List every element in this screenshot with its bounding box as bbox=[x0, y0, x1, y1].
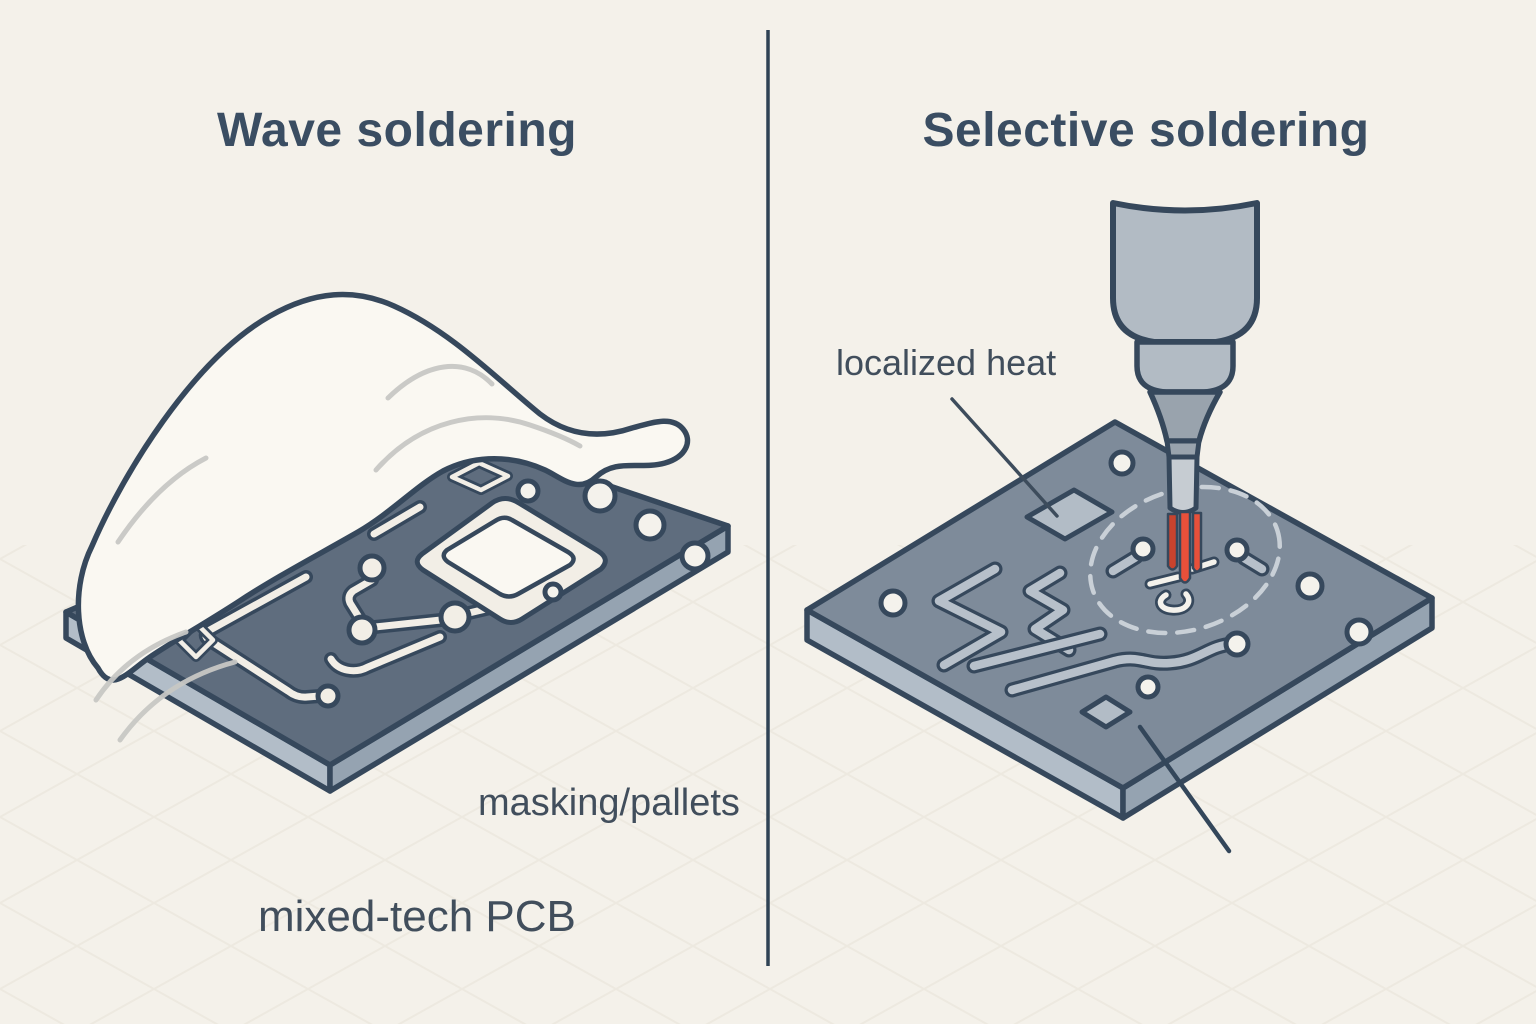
solder-pad bbox=[346, 614, 378, 646]
solder-stream bbox=[1178, 510, 1192, 584]
wave-highlight-stroke bbox=[373, 415, 583, 473]
solder-pad bbox=[1223, 630, 1251, 658]
right-panel-title: Selective soldering bbox=[922, 104, 1370, 157]
mounting-hole bbox=[1130, 536, 1156, 562]
label-localized-heat: localized heat bbox=[836, 342, 1057, 383]
mounting-hole bbox=[1295, 571, 1325, 601]
mounting-hole bbox=[1224, 537, 1250, 563]
solder-pad bbox=[357, 553, 387, 583]
mounting-hole bbox=[679, 540, 711, 572]
mounting-hole bbox=[633, 508, 667, 542]
copper-trace bbox=[1007, 639, 1238, 695]
leader-line-bottom bbox=[1137, 724, 1232, 854]
left-panel-title: Wave soldering bbox=[217, 104, 577, 157]
copper-trace bbox=[934, 564, 1006, 670]
connector-slot bbox=[449, 460, 511, 493]
copper-trace bbox=[1239, 553, 1267, 574]
solder-streams bbox=[1166, 510, 1203, 584]
solder-stream bbox=[1191, 511, 1203, 573]
mounting-hole bbox=[542, 581, 564, 603]
copper-trace bbox=[370, 503, 424, 538]
copper-trace bbox=[1025, 568, 1074, 655]
solder-stream bbox=[1166, 512, 1179, 571]
wave-highlight-stroke bbox=[115, 455, 209, 545]
copper-trace bbox=[345, 576, 376, 623]
copper-trace bbox=[327, 633, 444, 675]
nozzle-body bbox=[1110, 200, 1260, 345]
leader-line-localized-heat bbox=[950, 397, 1059, 518]
wave-highlight-stroke bbox=[385, 363, 495, 401]
ic-pad-inner bbox=[441, 515, 576, 599]
mounting-hole bbox=[582, 478, 618, 514]
mounting-hole bbox=[515, 478, 541, 504]
nozzle-collar bbox=[1134, 339, 1236, 395]
solder-pad bbox=[438, 600, 472, 634]
label-mixed-tech-pcb: mixed-tech PCB bbox=[258, 892, 576, 941]
solder-joint-slot bbox=[1147, 574, 1181, 587]
nozzle-cone bbox=[1147, 389, 1223, 444]
copper-trace bbox=[371, 616, 445, 631]
mounting-hole bbox=[1344, 617, 1374, 647]
solder-pad bbox=[315, 683, 341, 709]
right-pcb-top bbox=[804, 419, 1435, 791]
wave-highlight-stroke bbox=[93, 629, 189, 703]
nozzle-tip bbox=[1166, 454, 1200, 515]
selective-soldering-illustration bbox=[804, 200, 1435, 854]
mounting-hole bbox=[878, 588, 908, 618]
copper-trace bbox=[969, 629, 1105, 671]
solder-joint-hook bbox=[1157, 591, 1192, 613]
mounting-hole bbox=[1108, 449, 1136, 477]
diamond-pad bbox=[1079, 694, 1133, 730]
label-masking-pallets: masking/pallets bbox=[478, 782, 740, 824]
mounting-hole bbox=[1135, 674, 1161, 700]
selective-solder-nozzle bbox=[1110, 200, 1260, 515]
wave-highlight-stroke bbox=[117, 659, 238, 743]
heat-zone-dashed-outline bbox=[1087, 484, 1283, 636]
localized-heat-pad bbox=[1024, 487, 1115, 542]
copper-trace bbox=[1108, 552, 1141, 576]
wave-soldering-illustration bbox=[63, 291, 731, 794]
solder-wave-blanket bbox=[75, 291, 691, 683]
